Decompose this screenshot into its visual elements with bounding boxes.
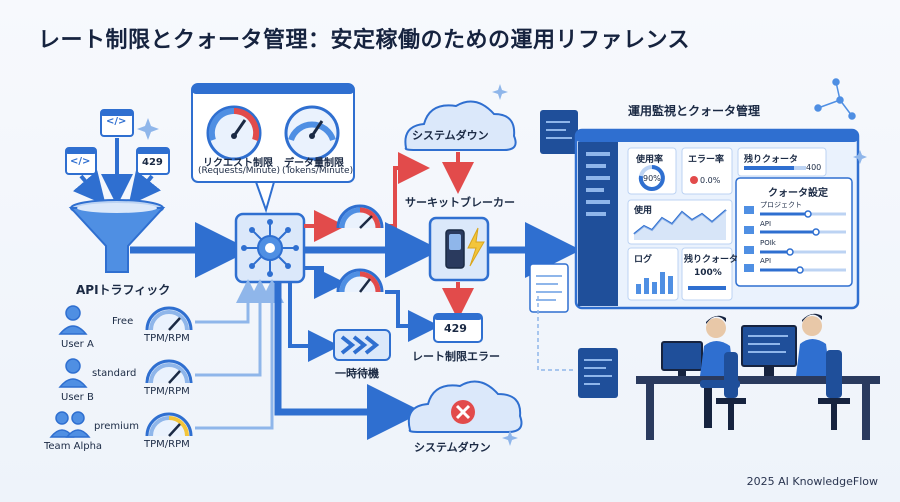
traffic-down-arrows (72, 138, 161, 206)
cloud-bottom-icon (407, 380, 523, 433)
traffic-windows (65, 109, 170, 175)
remaining-quota-value-2: 100% (694, 268, 722, 278)
code-icon-label-top: </> (106, 116, 127, 127)
error-429-icon (433, 313, 483, 343)
circuit-breaker-icon (428, 216, 490, 282)
usage-rate-value: 90% (643, 174, 661, 183)
request-limit-title: リクエスト制限 (203, 158, 273, 169)
small-gauge-red (336, 204, 384, 229)
remaining-quota-value: 400 (806, 163, 822, 172)
quota-settings-title: クォータ設定 (768, 188, 828, 199)
cloud-top-icon (404, 100, 517, 151)
footer-credit: 2025 AI KnowledgeFlow (746, 475, 878, 488)
dashboard-window (574, 128, 860, 310)
usage-rate-title: 使用率 (636, 155, 664, 165)
team-alpha-name: Team Alpha (44, 441, 103, 452)
hub-to-wait (288, 282, 340, 362)
remaining-quota-title-2: 残りクォータ (684, 255, 739, 265)
rate-limit-error-label: レート制限エラー (412, 350, 500, 363)
user-b-name: User B (61, 392, 94, 403)
error-rate-title: エラー率 (688, 155, 725, 165)
team-alpha-meter: TPM/RPM (144, 439, 190, 450)
office-scene (636, 313, 880, 440)
user-b-meter: TPM/RPM (144, 386, 190, 397)
request-limit-sub: (Requests/Minute) (198, 166, 281, 176)
gauge-to-429 (385, 290, 440, 342)
user-icons (49, 305, 91, 438)
limits-panel (191, 83, 355, 214)
user-meter-2 (145, 359, 193, 384)
code-windows (529, 110, 618, 398)
api-traffic-label: APIトラフィック (76, 283, 171, 297)
quota-row-2: API (760, 220, 772, 228)
data-limit-sub: (Tokens/Minute) (282, 166, 354, 176)
user-a-tier: Free (112, 316, 134, 327)
user-feed-lines (195, 279, 284, 430)
error-429-badge: 429 (444, 322, 467, 335)
wait-label: 一時待機 (335, 367, 379, 380)
data-limit-title: データ量制限 (284, 158, 344, 169)
funnel-icon (68, 199, 166, 273)
page-title: レート制限とクォータ管理：安定稼働のための運用リファレンス (38, 28, 691, 53)
quota-row-3: POIk (760, 239, 776, 247)
user-meter-3 (145, 412, 193, 437)
system-down-bottom-label: システムダウン (414, 441, 491, 454)
hub-to-system-down-bottom (274, 282, 423, 440)
small-gauge-blue (336, 268, 384, 293)
user-meter-1 (145, 306, 193, 331)
log-title: ログ (634, 255, 653, 265)
user-b-tier: standard (92, 368, 137, 379)
wait-icon (333, 329, 391, 361)
hub-node (234, 212, 306, 284)
usage-chart-title: 使用 (634, 206, 653, 216)
sparkle-decorations (137, 84, 867, 446)
user-a-meter: TPM/RPM (144, 333, 190, 344)
code-icon-label-left: </> (70, 156, 91, 167)
system-down-top-label: システムダウン (412, 129, 489, 142)
quota-settings-panel (735, 177, 853, 287)
quota-row-1: プロジェクト (760, 201, 802, 209)
dashboard-heading: 運用監視とクォータ管理 (628, 104, 761, 118)
remaining-quota-title: 残りクォータ (744, 155, 799, 165)
traffic-badge-429: 429 (142, 157, 163, 168)
network-decoration (814, 78, 856, 120)
error-rate-value: 0.0% (700, 176, 721, 185)
team-alpha-tier: premium (94, 421, 139, 432)
quota-row-4: API (760, 257, 772, 265)
user-a-name: User A (61, 339, 94, 350)
circuit-breaker-label: サーキットブレーカー (405, 196, 515, 209)
